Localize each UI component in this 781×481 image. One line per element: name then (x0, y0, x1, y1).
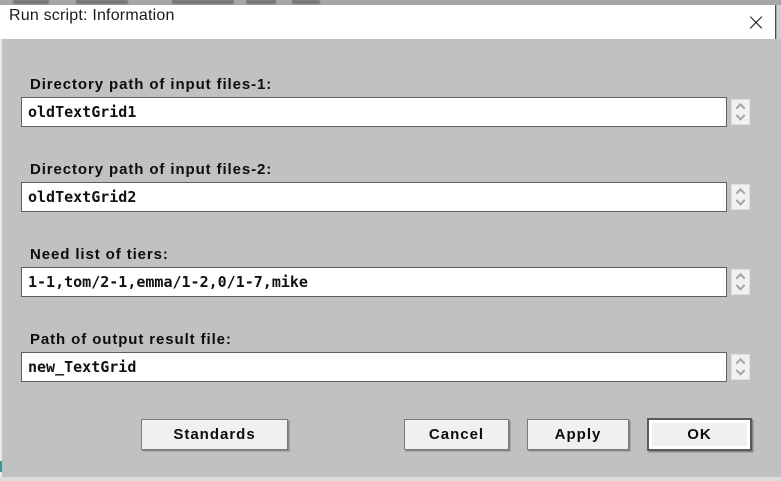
output-file-field[interactable] (21, 352, 727, 382)
apply-button[interactable]: Apply (527, 419, 629, 450)
field-label-output-file: Path of output result file: (30, 331, 232, 348)
spinner-input-files-1[interactable] (731, 99, 750, 125)
ok-button[interactable]: OK (647, 418, 752, 451)
spinner-input-files-2[interactable] (731, 184, 750, 210)
standards-button[interactable]: Standards (141, 419, 288, 450)
input-files-1-field[interactable] (21, 97, 727, 127)
background-menu-sliver (0, 0, 781, 5)
spinner-down-button[interactable] (732, 110, 749, 124)
chevron-down-icon (735, 195, 746, 206)
field-label-input-files-2: Directory path of input files-2: (30, 161, 273, 178)
clipped-menu-text (76, 0, 128, 4)
tier-list-field[interactable] (21, 267, 727, 297)
spinner-tier-list[interactable] (731, 269, 750, 295)
close-button[interactable]: × (736, 5, 776, 39)
clipped-menu-text (292, 0, 320, 4)
chevron-down-icon (735, 280, 746, 291)
chevron-down-icon (735, 365, 746, 376)
clipped-menu-text (246, 0, 276, 4)
input-files-2-field[interactable] (21, 182, 727, 212)
spinner-output-file[interactable] (731, 354, 750, 380)
dialog-title: Run script: Information (9, 7, 175, 24)
close-icon: × (745, 8, 767, 36)
spinner-down-button[interactable] (732, 280, 749, 294)
chevron-down-icon (735, 110, 746, 121)
spinner-down-button[interactable] (732, 195, 749, 209)
dialog-titlebar[interactable] (0, 5, 776, 39)
cancel-button[interactable]: Cancel (404, 419, 509, 450)
spinner-down-button[interactable] (732, 365, 749, 379)
field-label-input-files-1: Directory path of input files-1: (30, 76, 273, 93)
window-edge-sliver (777, 5, 781, 39)
window-bottom-edge (0, 477, 781, 481)
clipped-menu-text (13, 0, 49, 4)
background-window-speck (0, 461, 2, 472)
field-label-tier-list: Need list of tiers: (30, 246, 169, 263)
clipped-menu-text (172, 0, 234, 4)
